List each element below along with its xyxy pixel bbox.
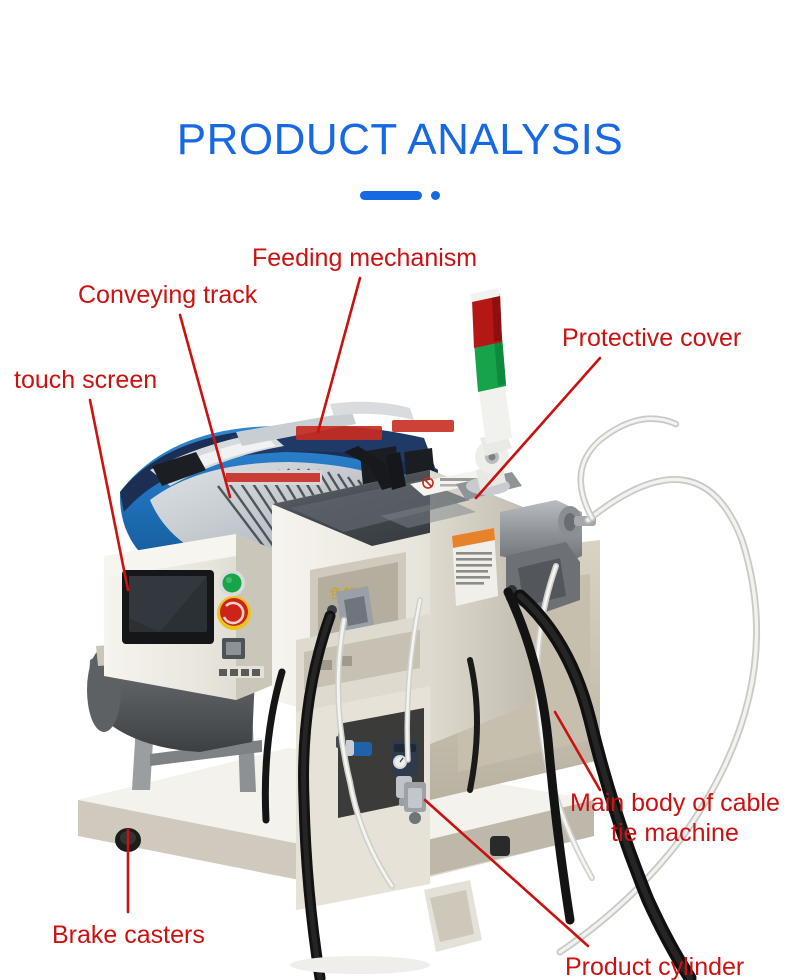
blue-air-fitting [352, 742, 372, 756]
leader-line-main-body [553, 710, 602, 792]
leader-line-feeding-mechanism [316, 276, 362, 434]
callout-touch-screen: touch screen [14, 366, 158, 394]
callout-feeding-mechanism: Feeding mechanism [252, 244, 478, 272]
callout-product-cylinder: Product cylinder [565, 953, 745, 980]
product-pneumatic-cylinder [404, 782, 426, 824]
title-rule-dot [431, 190, 440, 200]
title-underline-decoration [0, 190, 800, 200]
callout-brake-casters: Brake casters [52, 921, 205, 949]
side-instruction-label [452, 528, 498, 606]
leader-line-touch-screen [88, 398, 130, 592]
title-rule-bar [360, 190, 422, 200]
leader-line-protective-cover [474, 356, 602, 500]
callout-conveying-track: Conveying track [78, 281, 258, 309]
callout-main-body: Main body of cable tie machine [570, 789, 780, 847]
leader-line-conveying-track [178, 313, 232, 499]
callout-protective-cover: Protective cover [562, 324, 742, 352]
page-title: PRODUCT ANALYSIS [176, 115, 624, 164]
leader-line-product-cylinder [423, 798, 590, 948]
braided-cable-sleeve [261, 587, 697, 980]
title-block: PRODUCT ANALYSIS [0, 118, 800, 200]
